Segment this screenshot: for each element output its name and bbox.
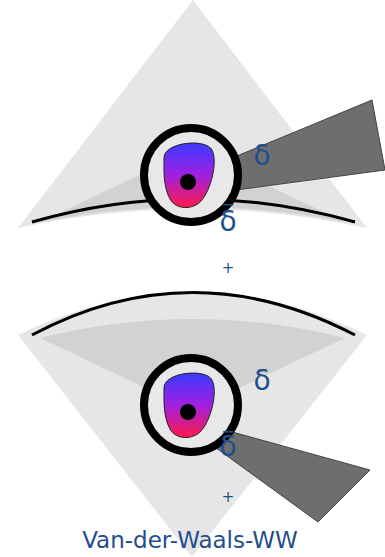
electron-cloud <box>164 373 214 437</box>
charge-sign: + <box>222 490 235 505</box>
light-beam <box>232 100 385 190</box>
caption: Van-der-Waals-WW <box>82 529 298 552</box>
field-cone <box>18 0 367 228</box>
partial-charge: δ <box>253 142 270 170</box>
electron-cloud <box>164 143 214 207</box>
partial-charge: δ <box>219 208 236 236</box>
partial-charge: δ <box>253 367 270 395</box>
charge-sign: + <box>222 261 235 276</box>
nucleus-dot <box>180 174 196 190</box>
light-beam <box>212 430 370 522</box>
nucleus-dot <box>180 404 196 420</box>
partial-charge: δ <box>219 433 236 461</box>
field-arc <box>32 293 355 336</box>
